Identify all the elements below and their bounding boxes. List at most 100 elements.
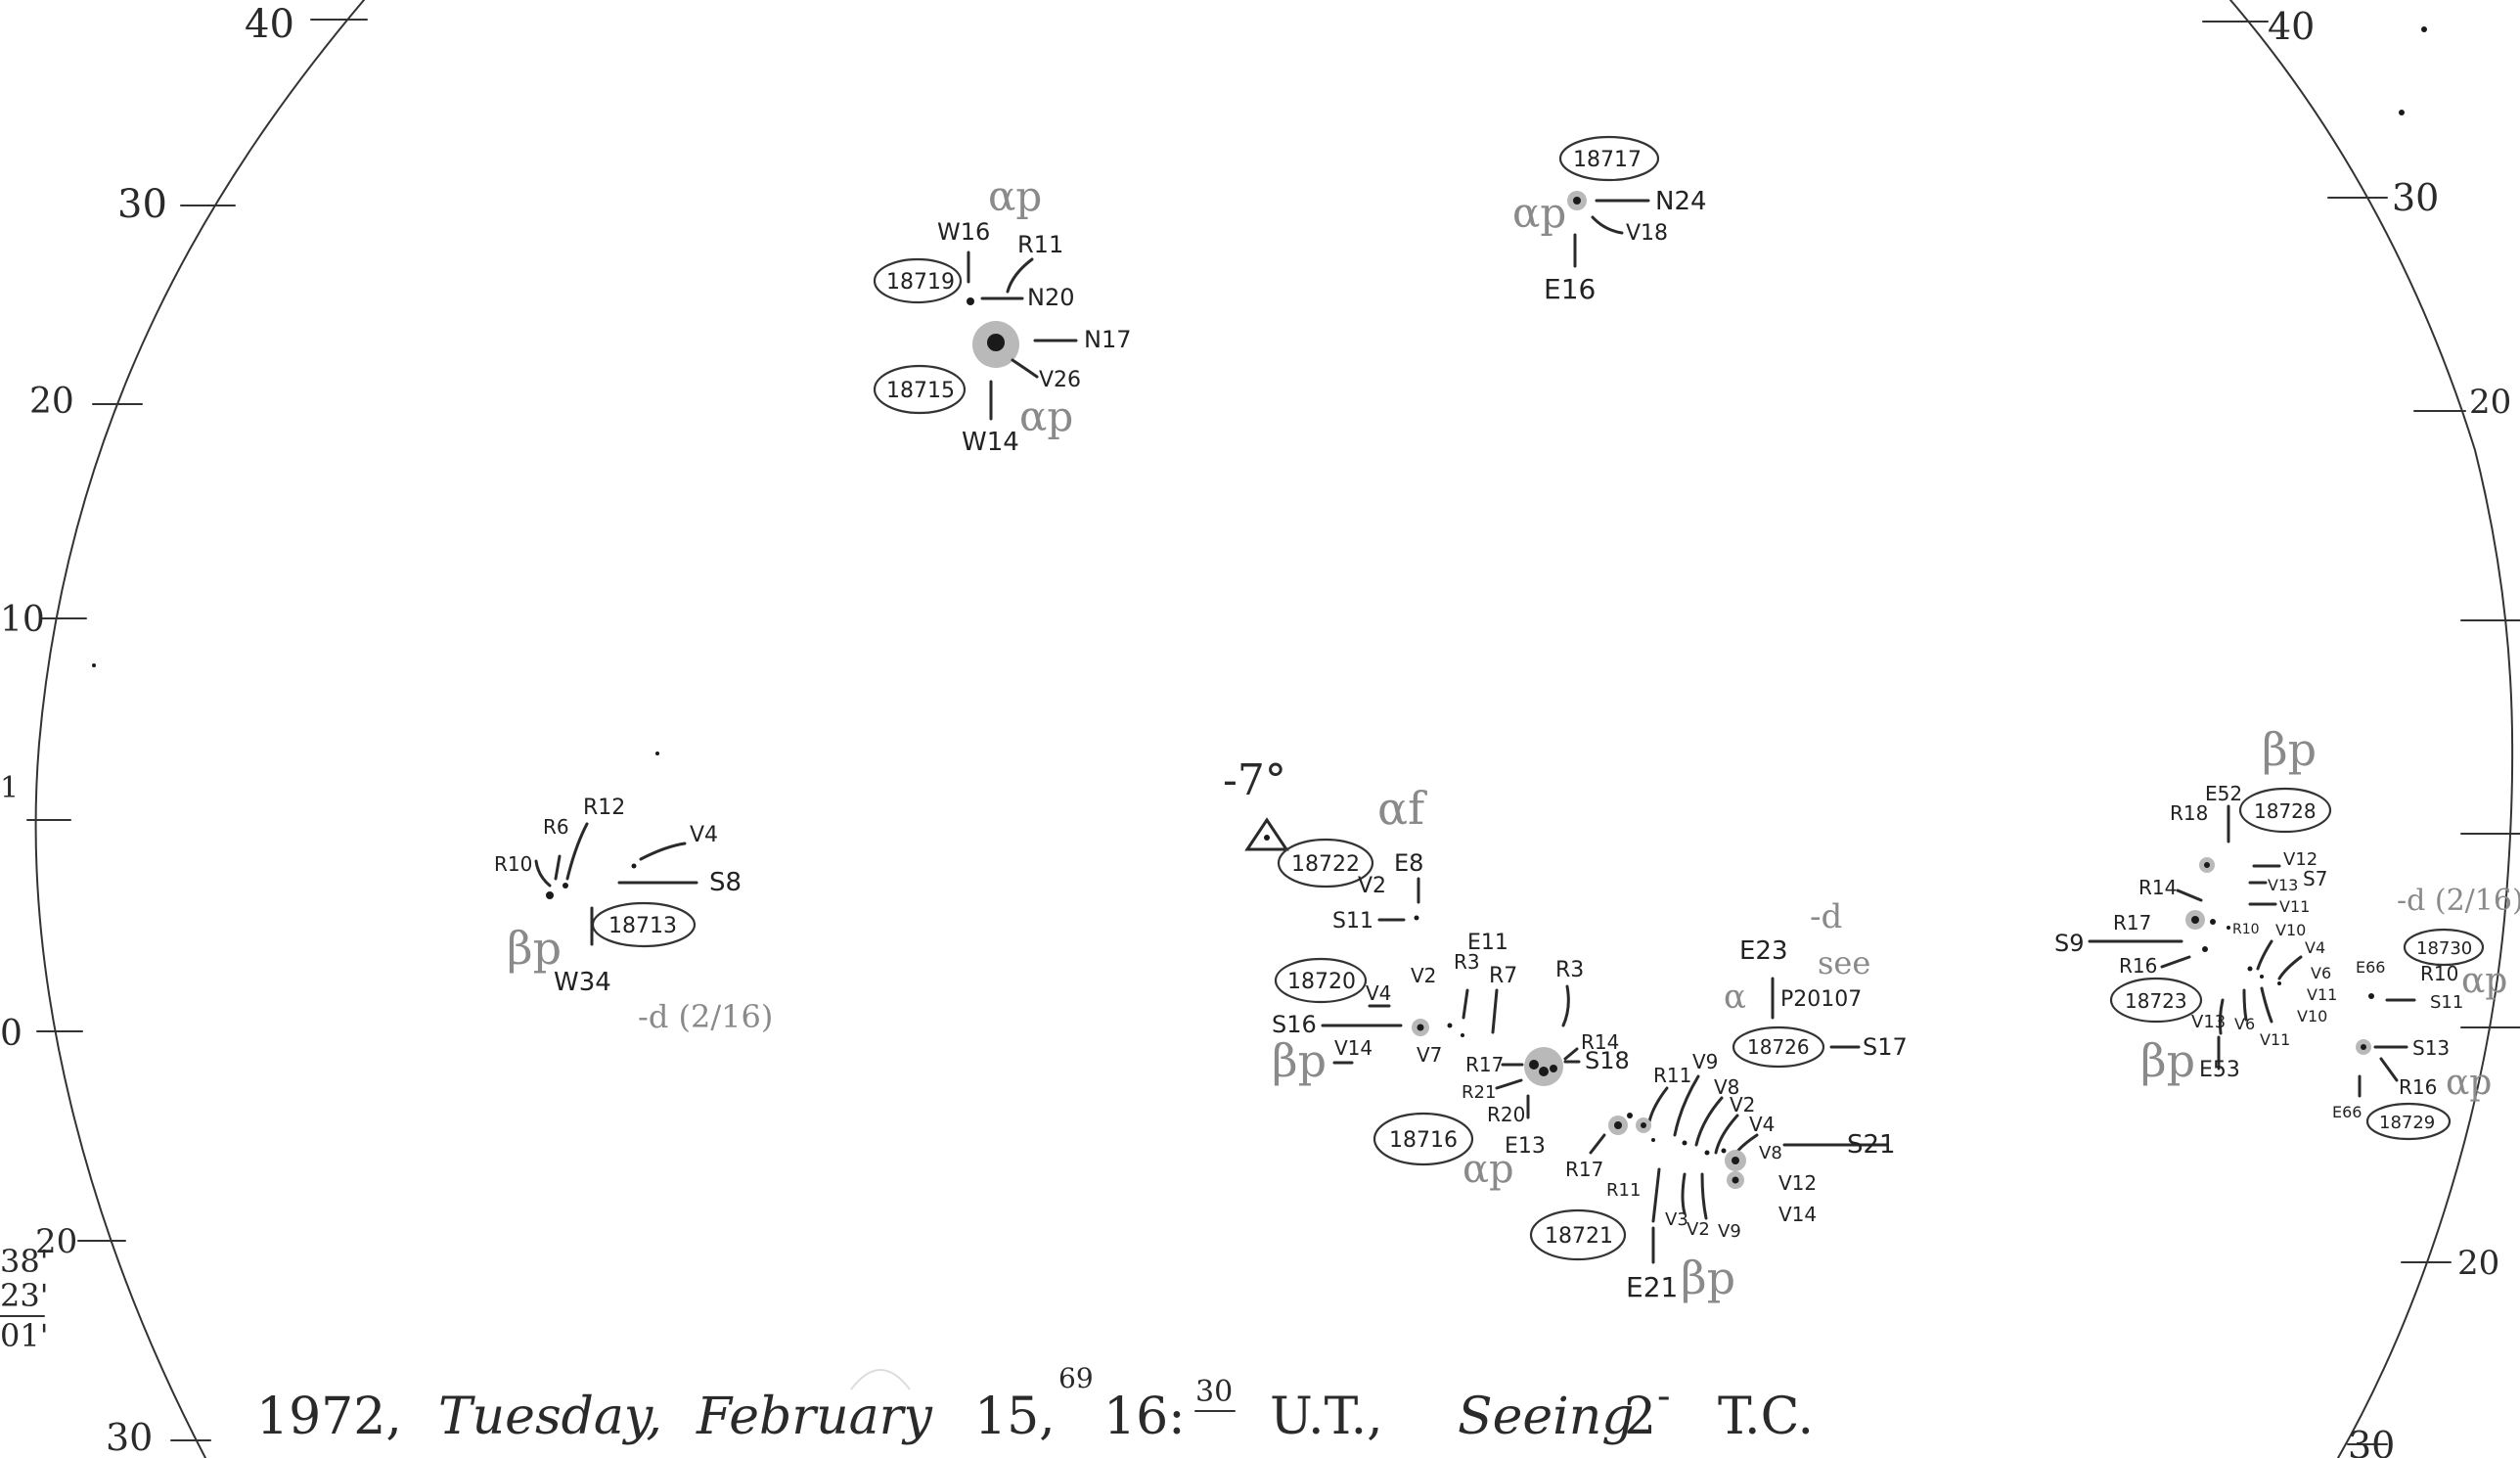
region-number: 18722 [1291,852,1360,877]
svg-text:S8: S8 [709,868,742,897]
region-number: 18726 [1747,1035,1810,1059]
region-number-oval [2365,1102,2452,1141]
svg-text:R11: R11 [1606,1180,1641,1201]
svg-text:E52: E52 [2205,782,2242,805]
svg-text:V8: V8 [1759,1143,1782,1163]
region-number: 18720 [1287,970,1356,994]
svg-text:V11: V11 [2279,897,2310,916]
region-class: αp [1019,392,1073,440]
svg-text:V13: V13 [2191,1012,2226,1032]
svg-text:V10: V10 [2275,921,2306,939]
svg-text:V4: V4 [1366,981,1391,1005]
svg-text:V9: V9 [1692,1050,1718,1073]
region-18717: 18717 N24 V18 αp E16 [1512,135,1707,305]
region-number: 18728 [2254,799,2317,823]
region-18721: R11 V9 V8 V2 V4 V8 S21 V12 V14 R17 R11 V… [1529,1050,1896,1304]
caption-seeing-mark: - [1657,1374,1671,1419]
svg-text:S16: S16 [1272,1011,1317,1038]
region-number: 18715 [886,379,955,403]
svg-text:V3: V3 [1665,1209,1688,1230]
caption-date: 15, [974,1388,1056,1446]
region-number-oval [1558,135,1660,182]
caption-observer: T.C. [1718,1388,1814,1446]
svg-text:W14: W14 [962,428,1019,457]
svg-text:V6: V6 [2311,964,2331,982]
svg-text:-d: -d [1810,897,1842,936]
region-class: βp [507,922,562,975]
region-18729: S13 R16 αp E66 18729 [2332,1036,2492,1141]
svg-text:V2: V2 [1411,964,1436,987]
svg-text:V6: V6 [2234,1015,2255,1033]
svg-text:V2: V2 [1687,1219,1710,1240]
region-class: βp [2140,1034,2195,1087]
svg-text:P20107: P20107 [1780,987,1862,1012]
caption-month: February [696,1388,933,1446]
region-number: 18717 [1573,148,1642,172]
right-latitude-ticks: 40 30 20 20 30 [2202,5,2520,1458]
left-tick-label: 1 [0,771,19,805]
left-limb-arc [34,0,365,1458]
caption-time: 16: [1103,1388,1186,1446]
svg-text:S18: S18 [1585,1047,1630,1074]
svg-text:R11: R11 [1653,1064,1691,1087]
region-18715: N17 V26 18715 W14 αp [873,321,1132,457]
region-class: αp [988,172,1042,220]
svg-text:R17: R17 [1565,1158,1603,1181]
svg-text:see: see [1818,944,1870,981]
region-number-oval [1732,1025,1825,1069]
region-class: αp [1512,189,1566,237]
right-tick-label: 30 [2392,176,2439,219]
region-number: 18716 [1389,1128,1458,1153]
svg-text:V2: V2 [1730,1093,1755,1116]
svg-text:R6: R6 [543,815,569,839]
caption-day: Tuesday, [438,1388,662,1446]
svg-text:V11: V11 [2260,1030,2290,1049]
right-limb-arc [2229,0,2514,1458]
caption-superscript: 69 [1058,1362,1094,1394]
region-18722: -7° 18722 αf E8 V2 S11 [1223,755,1427,934]
svg-text:W16: W16 [937,218,990,246]
region-18728: βp E52 R18 18728 V12 V13 S7 V11 R14 R10 … [2054,723,2337,1025]
svg-text:S13: S13 [2412,1036,2450,1060]
region-number: 18730 [2416,938,2472,959]
svg-text:R11: R11 [1017,231,1063,258]
left-tick-label: 30 [106,1416,153,1458]
caption-seeing: Seeing [1458,1388,1635,1446]
svg-text:V26: V26 [1039,368,1081,392]
svg-text:R10: R10 [494,852,532,876]
region-number: 18723 [2125,989,2187,1013]
svg-text:V18: V18 [1626,221,1668,246]
svg-text:V4: V4 [690,823,718,847]
svg-text:R14: R14 [2138,876,2177,899]
region-number-oval [1274,957,1368,1004]
svg-text:V4: V4 [2305,938,2325,957]
svg-text:R18: R18 [2170,801,2208,825]
svg-text:S21: S21 [1847,1130,1896,1160]
region-class: αp [2446,1063,2492,1103]
left-margin-notes: 38' 23' 01' [0,1243,49,1354]
svg-text:E23: E23 [1739,936,1788,966]
svg-text:R16: R16 [2119,954,2157,978]
region-number-oval [873,257,963,304]
svg-text:E11: E11 [1467,931,1508,955]
left-tick-label: 0 [0,1014,22,1054]
svg-text:V8: V8 [1714,1075,1739,1099]
svg-text:R17: R17 [2113,911,2151,934]
svg-text:V14: V14 [1778,1203,1817,1226]
svg-text:V10: V10 [2297,1007,2327,1025]
region-18726: E23 -d see α P20107 18726 S17 [1724,897,1908,1069]
right-tick-label: 40 [2268,5,2315,48]
angle-note: -7° [1223,755,1286,805]
right-tick-label: 20 [2469,383,2511,422]
region-number: 18729 [2379,1113,2435,1133]
region-number-oval [1277,838,1374,888]
svg-text:V7: V7 [1417,1043,1442,1067]
region-number-oval [1372,1112,1474,1166]
left-latitude-ticks: 40 30 20 10 1 0 20 30 [0,2,368,1458]
svg-text:E53: E53 [2199,1058,2240,1082]
region-number-oval [2403,928,2485,967]
left-tick-label: 40 [245,2,294,47]
region-18723: 18723 V13 V6 V11 E53 βp [2109,977,2290,1087]
